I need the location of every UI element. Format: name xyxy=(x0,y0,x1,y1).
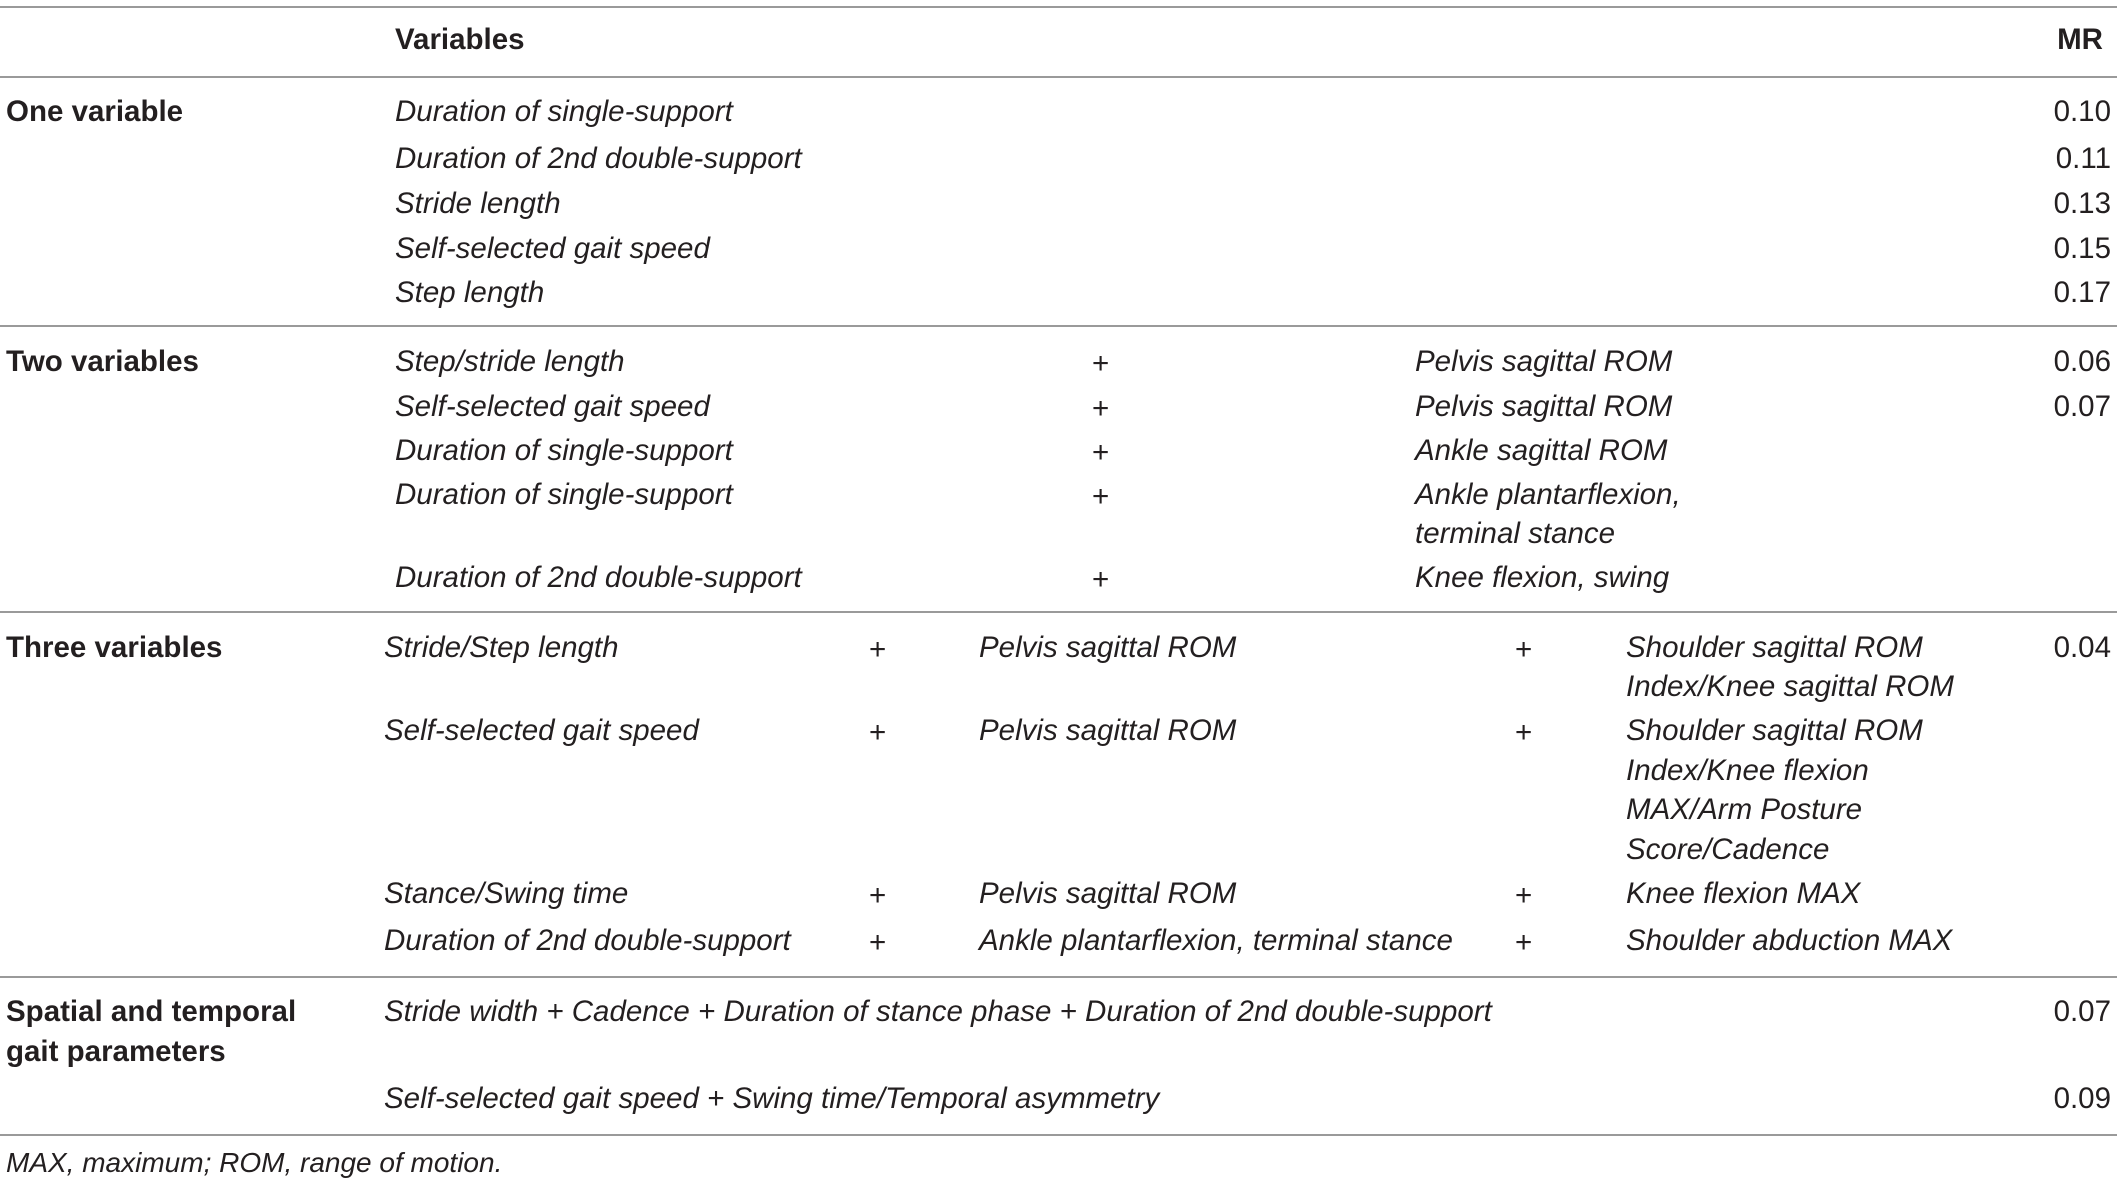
two-row-5-variable-1: Duration of 2nd double-support xyxy=(395,561,802,594)
section-rule-one xyxy=(0,325,2117,327)
spatial-row-1-mr: 0.07 xyxy=(2053,995,2111,1028)
three-row-1-plus-2: + xyxy=(1515,633,1533,666)
three-row-4-plus-2: + xyxy=(1515,926,1533,959)
one-row-2-variable: Duration of 2nd double-support xyxy=(395,142,802,175)
header-rule xyxy=(0,76,2117,78)
three-row-2-variable-2: Pelvis sagittal ROM xyxy=(979,714,1237,747)
one-row-2-mr: 0.11 xyxy=(2055,142,2111,175)
three-row-2-variable-1: Self-selected gait speed xyxy=(384,714,699,747)
three-row-4-variable-1: Duration of 2nd double-support xyxy=(384,924,791,957)
one-row-3-variable: Stride length xyxy=(395,187,561,220)
three-row-2-variable-3-line-4: Score/Cadence xyxy=(1626,833,1830,866)
three-row-2-plus-2: + xyxy=(1515,716,1533,749)
two-row-1-variable-2: Pelvis sagittal ROM xyxy=(1415,345,1673,378)
two-row-4-variable-1: Duration of single-support xyxy=(395,478,733,511)
two-row-1-plus: + xyxy=(1092,347,1110,380)
two-row-4-plus: + xyxy=(1092,480,1110,513)
three-row-3-variable-2: Pelvis sagittal ROM xyxy=(979,877,1237,910)
two-row-2-variable-1: Self-selected gait speed xyxy=(395,390,710,423)
bottom-rule xyxy=(0,1134,2117,1136)
spatial-row-2-mr: 0.09 xyxy=(2053,1082,2111,1115)
three-row-3-variable-3: Knee flexion MAX xyxy=(1626,877,1861,910)
one-row-4-mr: 0.15 xyxy=(2053,232,2111,265)
one-row-5-mr: 0.17 xyxy=(2053,276,2111,309)
section-label-two-variables: Two variables xyxy=(6,345,199,378)
three-row-1-variable-3-line-1: Shoulder sagittal ROM xyxy=(1626,631,1923,664)
section-rule-two xyxy=(0,611,2117,613)
three-row-2-plus-1: + xyxy=(869,716,887,749)
three-row-3-variable-1: Stance/Swing time xyxy=(384,877,629,910)
spatial-row-1-expression: Stride width + Cadence + Duration of sta… xyxy=(384,995,1492,1028)
one-row-1-mr: 0.10 xyxy=(2053,95,2111,128)
two-row-4-variable-2-line-1: Ankle plantarflexion, xyxy=(1415,478,1681,511)
section-label-three-variables: Three variables xyxy=(6,631,223,664)
two-row-3-variable-1: Duration of single-support xyxy=(395,434,733,467)
two-row-1-mr: 0.06 xyxy=(2053,345,2111,378)
two-row-5-variable-2: Knee flexion, swing xyxy=(1415,561,1670,594)
two-row-2-mr: 0.07 xyxy=(2053,390,2111,423)
two-row-2-plus: + xyxy=(1092,392,1110,425)
one-row-1-variable: Duration of single-support xyxy=(395,95,733,128)
section-label-spatial-line-1: Spatial and temporal xyxy=(6,995,297,1028)
two-row-4-variable-2-line-2: terminal stance xyxy=(1415,517,1616,550)
spatial-row-2-expression: Self-selected gait speed + Swing time/Te… xyxy=(384,1082,1160,1115)
two-row-2-variable-2: Pelvis sagittal ROM xyxy=(1415,390,1673,423)
one-row-3-mr: 0.13 xyxy=(2053,187,2111,220)
three-row-2-variable-3-line-3: MAX/Arm Posture xyxy=(1626,793,1863,826)
section-label-spatial-line-2: gait parameters xyxy=(6,1035,226,1068)
three-row-1-variable-2: Pelvis sagittal ROM xyxy=(979,631,1237,664)
header-mr: MR xyxy=(2057,23,2103,56)
three-row-2-variable-3-line-1: Shoulder sagittal ROM xyxy=(1626,714,1923,747)
three-row-2-variable-3-line-2: Index/Knee flexion xyxy=(1626,754,1869,787)
one-row-5-variable: Step length xyxy=(395,276,545,309)
three-row-1-variable-1: Stride/Step length xyxy=(384,631,619,664)
section-label-one-variable: One variable xyxy=(6,95,184,128)
three-row-3-plus-1: + xyxy=(869,879,887,912)
two-row-3-plus: + xyxy=(1092,436,1110,469)
three-row-4-plus-1: + xyxy=(869,926,887,959)
three-row-3-plus-2: + xyxy=(1515,879,1533,912)
top-rule xyxy=(0,6,2117,8)
three-row-4-variable-3: Shoulder abduction MAX xyxy=(1626,924,1953,957)
header-variables: Variables xyxy=(395,23,525,56)
three-row-1-plus-1: + xyxy=(869,633,887,666)
table-footnote: MAX, maximum; ROM, range of motion. xyxy=(6,1147,503,1178)
three-row-1-mr: 0.04 xyxy=(2053,631,2111,664)
two-row-5-plus: + xyxy=(1092,563,1110,596)
section-rule-three xyxy=(0,976,2117,978)
two-row-3-variable-2: Ankle sagittal ROM xyxy=(1415,434,1668,467)
one-row-4-variable: Self-selected gait speed xyxy=(395,232,710,265)
two-row-1-variable-1: Step/stride length xyxy=(395,345,625,378)
three-row-1-variable-3-line-2: Index/Knee sagittal ROM xyxy=(1626,670,1954,703)
three-row-4-variable-2: Ankle plantarflexion, terminal stance xyxy=(979,924,1453,957)
